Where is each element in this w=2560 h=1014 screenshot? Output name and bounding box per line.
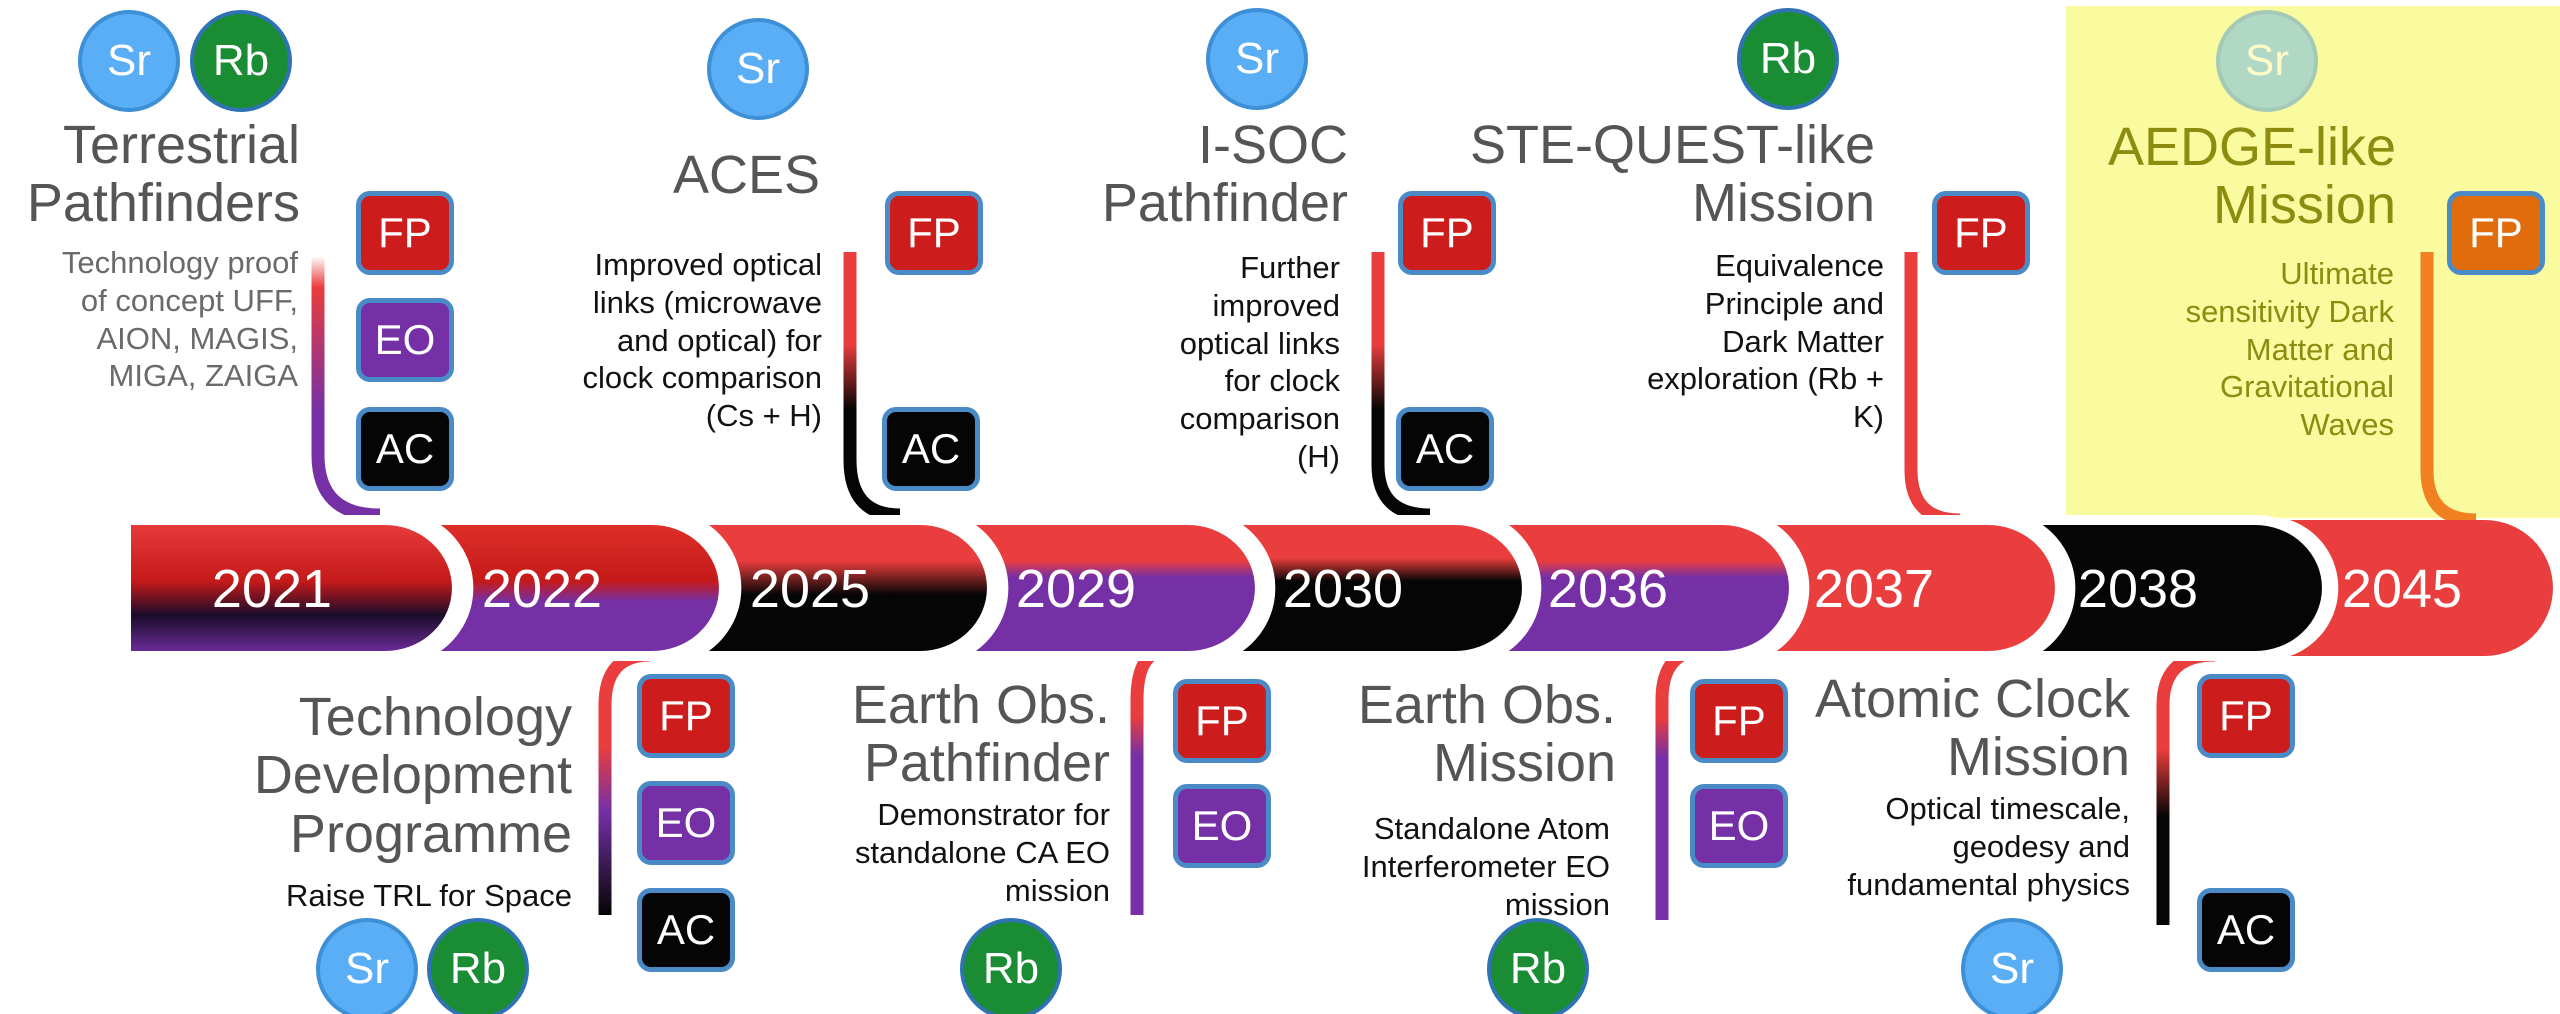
year-label: 2029	[1016, 559, 1136, 619]
year-label: 2022	[482, 559, 602, 619]
year-labels: 2021 2022 2025 2029 2030 2036 2037 2038 …	[212, 559, 2462, 619]
fp-badge: FP	[637, 674, 735, 758]
stem-isoc	[1371, 252, 1431, 522]
clock-desc: Optical timescale, geodesy and fundament…	[1847, 791, 2130, 902]
eo-badge: EO	[356, 298, 454, 382]
eomission-title: Earth Obs. Mission	[1357, 675, 1616, 794]
ac-badge: AC	[637, 888, 735, 972]
fp-badge: FP	[2197, 674, 2295, 758]
isoc-title: I-SOC Pathfinder	[1101, 115, 1348, 234]
stem-eopath	[1130, 643, 1169, 915]
techdev-desc: Raise TRL for Space	[285, 878, 572, 913]
year-label: 2030	[1283, 559, 1403, 619]
rb-badge: Rb	[960, 918, 1062, 1014]
rb-badge: Rb	[190, 10, 292, 112]
year-label: 2045	[2342, 559, 2462, 619]
aces-title: ACES	[672, 145, 820, 205]
segment-2030	[1220, 515, 1532, 661]
fp-badge: FP	[1173, 679, 1271, 763]
segment-2022	[418, 515, 729, 661]
segment-2038	[2020, 515, 2332, 661]
fp-badge: FP	[356, 191, 454, 275]
aedge-desc: Ultimate sensitivity Dark Matter and Gra…	[2185, 256, 2394, 443]
sr-badge: Sr	[2216, 10, 2318, 112]
fp-badge: FP	[2447, 191, 2545, 275]
terrestrial-desc: Technology proof of concept UFF, AION, M…	[61, 245, 298, 394]
stem-aedge	[2420, 252, 2477, 527]
terrestrial-title: Terrestrial Pathfinders	[26, 115, 300, 234]
ac-badge: AC	[356, 407, 454, 491]
year-label: 2025	[750, 559, 870, 619]
stem-stequest	[1904, 252, 1961, 527]
sr-badge: Sr	[78, 10, 180, 112]
aces-desc: Improved optical links (microwave and op…	[582, 247, 822, 434]
eo-badge: EO	[637, 781, 735, 865]
segment-2045	[2290, 520, 2553, 656]
fp-badge: FP	[1690, 679, 1788, 763]
techdev-title: Technology Development Programme	[253, 687, 572, 864]
rb-badge: Rb	[1487, 918, 1589, 1014]
segment-2029	[953, 515, 1265, 661]
aedge-title: AEDGE-like Mission	[2107, 117, 2396, 236]
year-label: 2036	[1548, 559, 1668, 619]
segment-2025	[686, 515, 997, 661]
fp-badge: FP	[1398, 191, 1496, 275]
sr-badge: Sr	[1206, 8, 1308, 110]
year-label: 2038	[2078, 559, 2198, 619]
timeline-bar	[121, 515, 2553, 661]
ac-badge: AC	[2197, 888, 2295, 972]
stequest-desc: Equivalence Principle and Dark Matter ex…	[1647, 248, 1884, 435]
rb-badge: Rb	[1737, 8, 1839, 110]
ac-badge: AC	[882, 407, 980, 491]
sr-badge: Sr	[316, 918, 418, 1014]
stem-terrestrial	[311, 256, 381, 522]
clock-title: Atomic Clock Mission	[1814, 669, 2130, 788]
rb-badge: Rb	[427, 918, 529, 1014]
sr-badge: Sr	[707, 18, 809, 120]
fp-badge: FP	[885, 191, 983, 275]
sr-badge: Sr	[1961, 918, 2063, 1014]
segment-2037	[1754, 515, 2065, 661]
eopath-title: Earth Obs. Pathfinder	[851, 675, 1110, 794]
ac-badge: AC	[1396, 407, 1494, 491]
isoc-desc: Further improved optical links for clock…	[1179, 250, 1340, 475]
year-label: 2021	[212, 559, 332, 619]
year-label: 2037	[1814, 559, 1934, 619]
fp-badge: FP	[1932, 191, 2030, 275]
segment-2021	[121, 515, 462, 661]
eomission-desc: Standalone Atom Interferometer EO missio…	[1361, 811, 1610, 922]
eo-badge: EO	[1690, 784, 1788, 868]
segment-2036	[1486, 515, 1799, 661]
eo-badge: EO	[1173, 784, 1271, 868]
eopath-desc: Demonstrator for standalone CA EO missio…	[854, 797, 1110, 908]
stem-aces	[843, 252, 901, 522]
stequest-title: STE-QUEST-like Mission	[1469, 115, 1875, 234]
